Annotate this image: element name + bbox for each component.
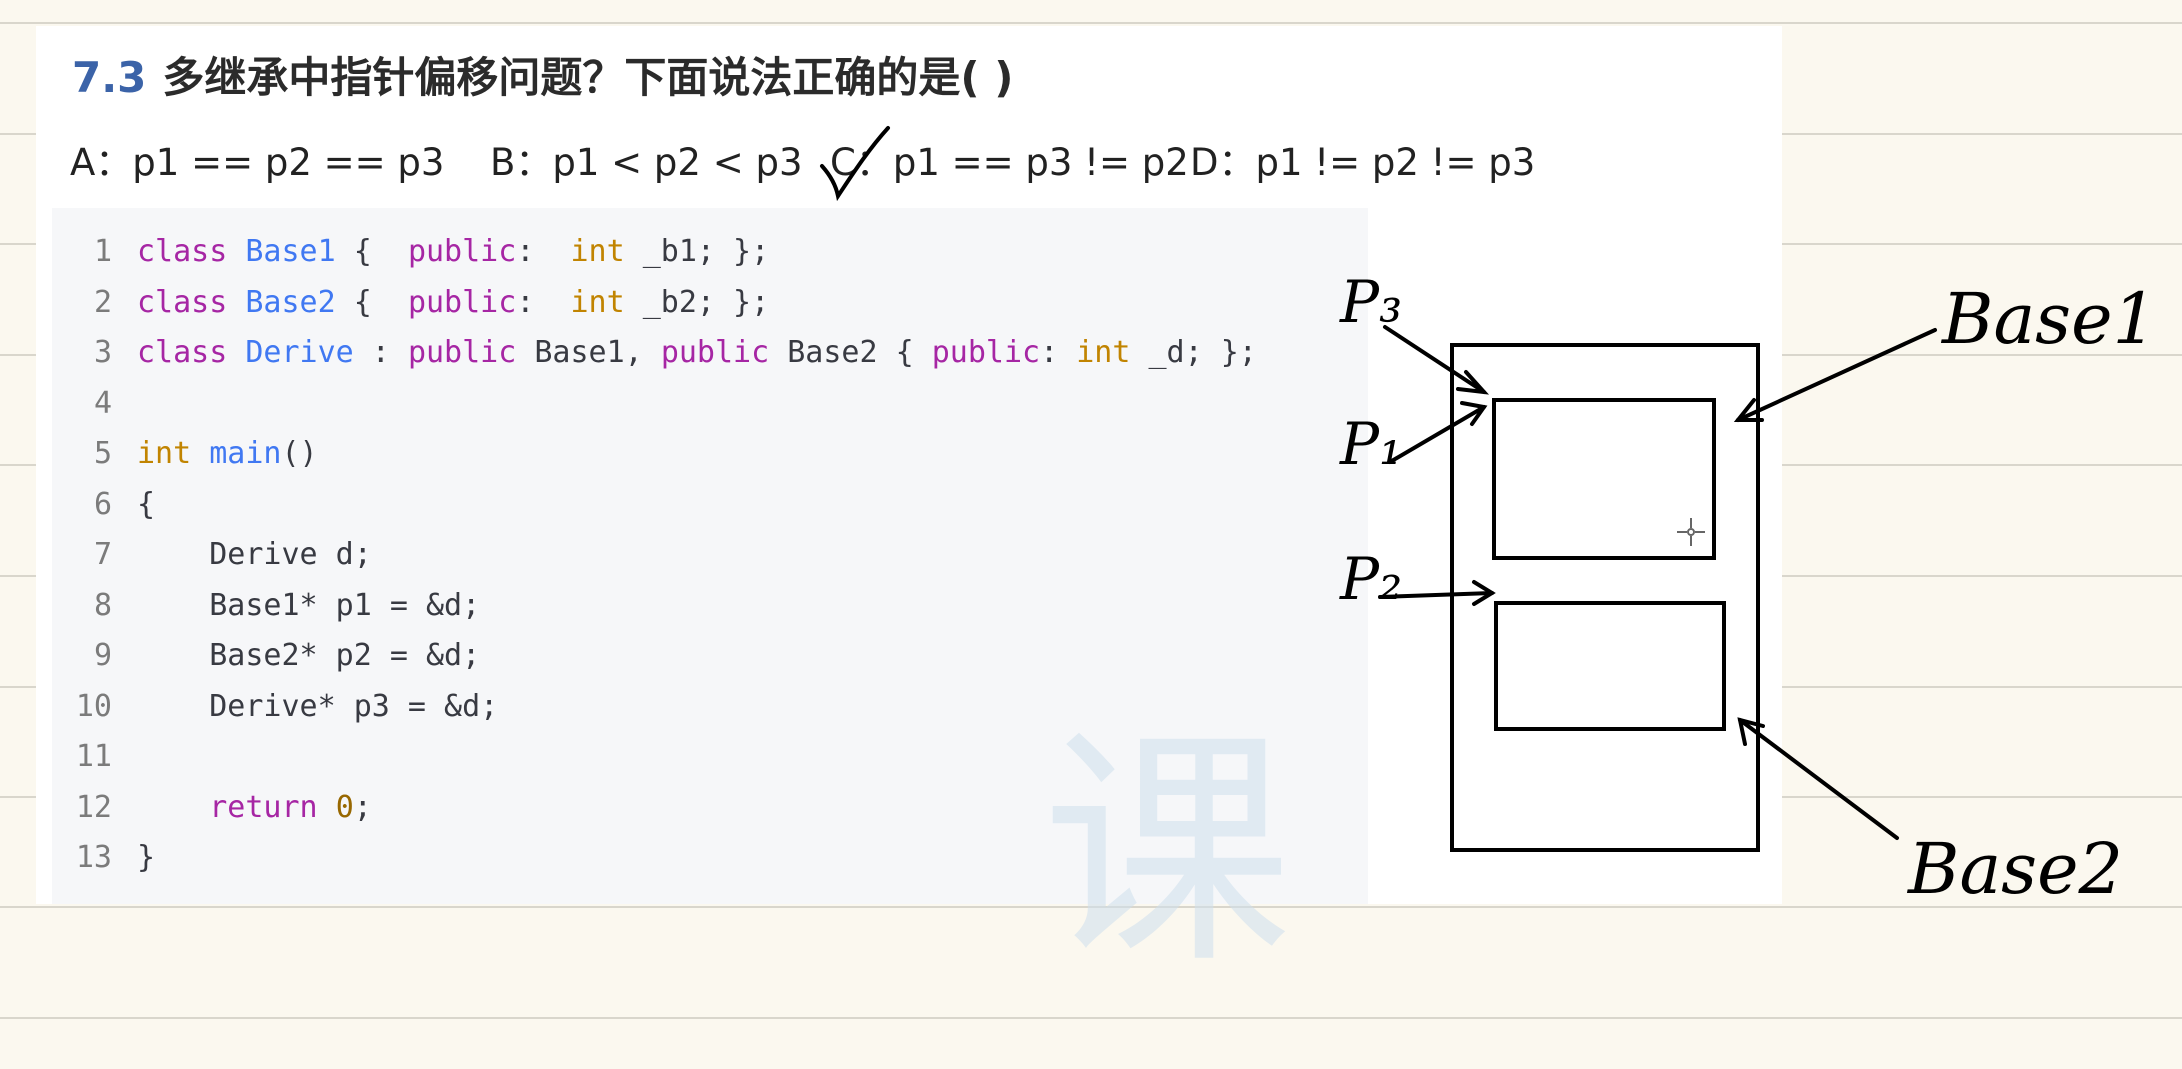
code-text: int main() <box>137 436 318 471</box>
pointer-label-p3: P₃ <box>1340 268 1403 336</box>
code-text: class Base2 { public: int _b2; }; <box>137 284 770 320</box>
code-line: 9 Base2* p2 = &d; <box>52 638 480 682</box>
question-text: 多继承中指针偏移问题？下面说法正确的是( ) <box>162 53 1014 102</box>
p3-arrow <box>1383 325 1486 394</box>
line-number: 5 <box>93 436 112 471</box>
ruled-line <box>0 1017 2182 1019</box>
code-line: 4 <box>52 386 137 430</box>
question-number: 7.3 <box>72 53 147 102</box>
code-line: 10 Derive* p3 = &d; <box>52 689 498 733</box>
code-line: 5 int main() <box>52 436 318 480</box>
line-number: 10 <box>75 688 112 724</box>
code-text: Base2* p2 = &d; <box>137 638 481 673</box>
line-number: 7 <box>93 537 112 572</box>
line-number: 9 <box>93 638 112 673</box>
code-text: class Base1 { public: int _b1; }; <box>137 234 770 269</box>
base2-subobject-rect <box>1494 601 1726 731</box>
line-number: 13 <box>75 840 112 875</box>
answer-options: A：p1 == p2 == p3 B：p1 < p2 < p3 C：p1 == … <box>70 132 1535 184</box>
option-d: D：p1 != p2 != p3 <box>1190 141 1536 184</box>
code-text: { <box>137 486 156 522</box>
line-number: 8 <box>93 587 112 623</box>
watermark: 课 <box>1042 706 1292 997</box>
code-text: Base1* p1 = &d; <box>137 587 481 623</box>
line-number: 1 <box>93 234 112 269</box>
line-number: 6 <box>93 486 112 522</box>
line-number: 4 <box>93 385 112 421</box>
code-line: 8 Base1* p1 = &d; <box>52 588 480 632</box>
code-text: class Derive : public Base1, public Base… <box>137 335 1257 370</box>
code-line: 2 class Base2 { public: int _b2; }; <box>52 285 769 329</box>
code-text: Derive d; <box>137 537 372 572</box>
line-number: 12 <box>75 789 112 825</box>
code-text: } <box>137 840 156 875</box>
code-line: 7 Derive d; <box>52 537 372 581</box>
code-line: 3 class Derive : public Base1, public Bas… <box>52 335 1257 379</box>
pointer-label-p1: P₁ <box>1340 410 1403 478</box>
code-line: 6{ <box>52 487 155 531</box>
code-line: 1 class Base1 { public: int _b1; }; <box>52 234 769 278</box>
base1-label: Base1 <box>1942 278 2158 360</box>
option-a: A：p1 == p2 == p3 <box>70 141 445 184</box>
option-b: B：p1 < p2 < p3 <box>490 141 803 184</box>
option-c: C：p1 == p3 != p2 <box>830 141 1189 184</box>
code-text: Derive* p3 = &d; <box>137 688 499 724</box>
ruled-line <box>0 906 2182 908</box>
code-block: 课 1 class Base1 { public: int _b1; }; 2 cla… <box>52 208 1368 997</box>
line-number: 2 <box>93 284 112 320</box>
code-line: 11 <box>52 739 137 783</box>
pointer-label-p2: P₂ <box>1340 545 1403 613</box>
p1-arrow <box>1388 405 1486 464</box>
checkmark-icon <box>820 126 890 202</box>
base2-label: Base2 <box>1908 828 2124 910</box>
code-line: 12 return 0; <box>52 790 372 834</box>
question-title: 7.3 多继承中指针偏移问题？下面说法正确的是( ) <box>72 44 1013 105</box>
derive-object-rect <box>1450 343 1760 852</box>
base1-subobject-rect <box>1492 398 1716 560</box>
crosshair-cursor-icon <box>1677 518 1705 546</box>
line-number: 3 <box>93 335 112 370</box>
code-line: 13} <box>52 840 155 884</box>
code-text: return 0; <box>209 789 372 825</box>
base1-arrow <box>1736 328 1937 422</box>
base2-arrow <box>1738 718 1899 840</box>
line-number: 11 <box>75 739 112 774</box>
ruled-line <box>0 22 2182 24</box>
p2-arrow <box>1378 591 1494 599</box>
